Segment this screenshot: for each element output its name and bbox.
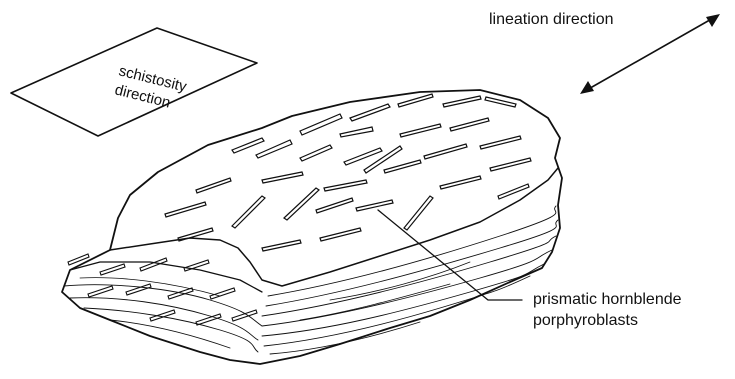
- crystals-label-line1: prismatic hornblende: [533, 291, 682, 308]
- lineation-direction-label: lineation direction: [489, 11, 614, 28]
- hornblende-crystals: [165, 94, 531, 251]
- crystals-label-line2: porphyroblasts: [533, 312, 638, 329]
- rock-slab: [62, 90, 562, 364]
- schistosity-plane: schistosity direction: [11, 28, 257, 136]
